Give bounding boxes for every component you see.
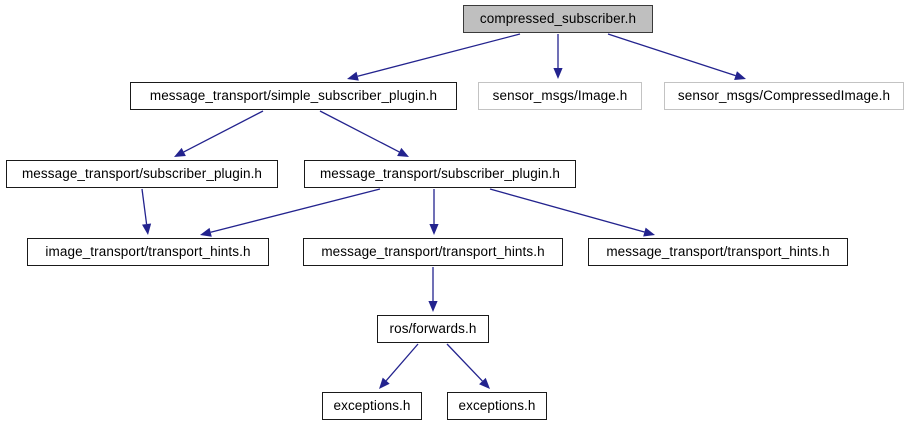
graph-node-label: ros/forwards.h: [389, 321, 477, 337]
graph-node-label: image_transport/transport_hints.h: [45, 244, 251, 260]
graph-edge-line: [319, 110, 400, 153]
graph-edge: [446, 343, 490, 389]
graph-node[interactable]: message_transport/transport_hints.h: [303, 238, 563, 266]
graph-edge-arrowhead: [734, 71, 746, 80]
graph-edge-arrowhead: [643, 227, 655, 237]
graph-node-label: message_transport/transport_hints.h: [606, 244, 830, 260]
graph-edge: [607, 33, 746, 80]
graph-node-label: sensor_msgs/Image.h: [492, 88, 628, 104]
graph-node-label: message_transport/transport_hints.h: [321, 244, 545, 260]
graph-node[interactable]: message_transport/transport_hints.h: [588, 238, 848, 266]
graph-edge-arrowhead: [142, 223, 152, 235]
graph-node[interactable]: message_transport/subscriber_plugin.h: [6, 160, 278, 188]
graph-edge-line: [385, 343, 419, 382]
graph-edge-arrowhead: [397, 147, 409, 157]
graph-node-label: exceptions.h: [458, 398, 536, 414]
graph-edge-line: [357, 33, 521, 77]
graph-node-label: message_transport/subscriber_plugin.h: [319, 166, 561, 182]
graph-node[interactable]: exceptions.h: [322, 392, 422, 420]
graph-edge-arrowhead: [200, 227, 212, 237]
graph-edge-line: [446, 343, 483, 382]
graph-edge: [429, 189, 439, 235]
graph-edge-arrowhead: [479, 377, 490, 389]
graph-edge-arrowhead: [347, 71, 359, 81]
graph-edge-line: [210, 188, 381, 233]
graph-node[interactable]: ros/forwards.h: [377, 315, 489, 343]
graph-node[interactable]: message_transport/subscriber_plugin.h: [304, 160, 576, 188]
graph-edge: [200, 188, 381, 237]
graph-edge-line: [607, 33, 736, 77]
graph-edge-line: [141, 188, 148, 225]
graph-edge: [553, 34, 563, 79]
graph-edge: [141, 188, 152, 235]
graph-edge: [379, 343, 419, 389]
graph-node[interactable]: exceptions.h: [447, 392, 547, 420]
graph-edge-arrowhead: [174, 147, 186, 157]
graph-edge: [319, 110, 409, 157]
graph-edge: [347, 33, 521, 81]
graph-edge-arrowhead: [428, 301, 438, 312]
graph-edge-arrowhead: [379, 377, 390, 389]
graph-edge-line: [183, 110, 264, 153]
graph-node[interactable]: message_transport/simple_subscriber_plug…: [130, 82, 457, 110]
graph-node[interactable]: sensor_msgs/Image.h: [478, 82, 642, 110]
graph-edge-arrowhead: [553, 68, 563, 79]
graph-node-label: message_transport/simple_subscriber_plug…: [149, 88, 438, 104]
graph-node[interactable]: sensor_msgs/CompressedImage.h: [664, 82, 904, 110]
graph-node-label: compressed_subscriber.h: [479, 11, 637, 27]
graph-edge: [428, 267, 438, 312]
graph-node[interactable]: image_transport/transport_hints.h: [27, 238, 269, 266]
graph-node-label: exceptions.h: [333, 398, 411, 414]
graph-edge: [489, 188, 655, 237]
graph-edge-line: [489, 188, 645, 233]
graph-node[interactable]: compressed_subscriber.h: [463, 5, 653, 33]
graph-node-label: sensor_msgs/CompressedImage.h: [677, 88, 891, 104]
graph-edge: [174, 110, 264, 157]
graph-node-label: message_transport/subscriber_plugin.h: [21, 166, 263, 182]
graph-edge-arrowhead: [429, 224, 439, 235]
